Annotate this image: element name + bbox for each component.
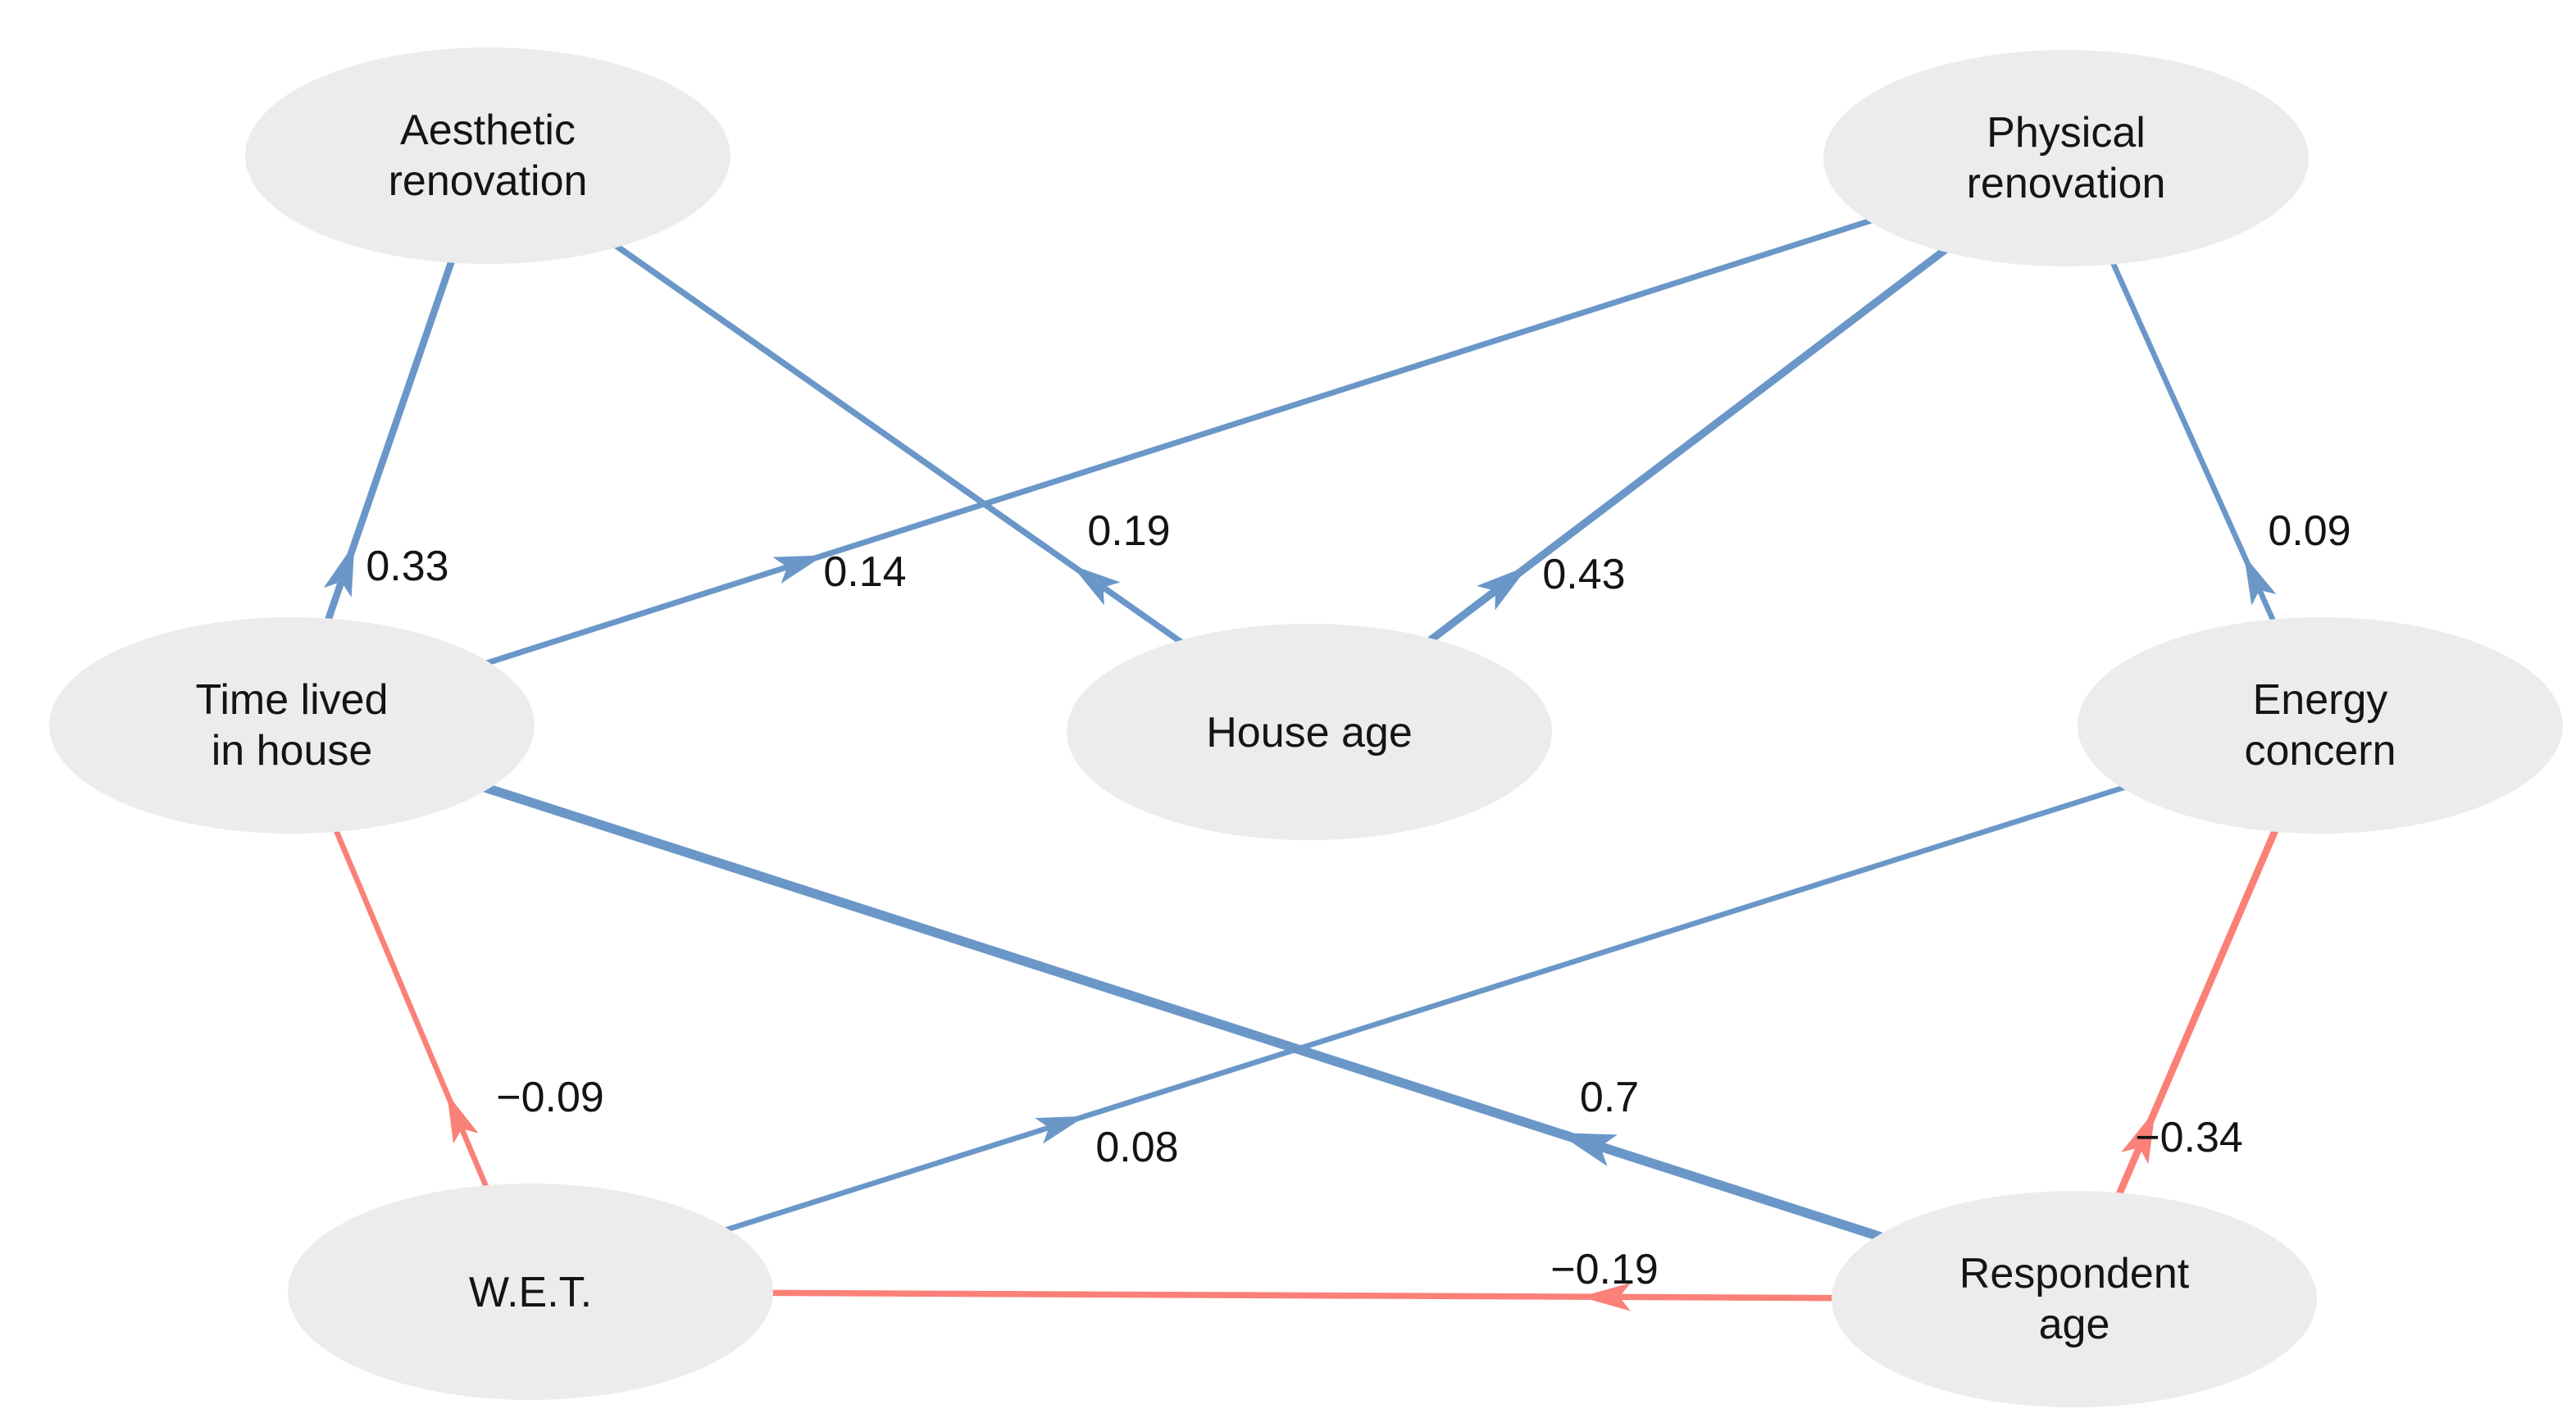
edge-line-house-age-to-physical-renovation bbox=[1307, 155, 2069, 735]
edge-line-respondent-age-to-wet bbox=[530, 1288, 2075, 1302]
edge-weight-label-house-age-to-physical-renovation: 0.43 bbox=[1542, 551, 1625, 598]
edge-weight-label-house-age-to-aesthetic-renovation: 0.19 bbox=[1087, 507, 1170, 555]
edge-line-house-age-to-aesthetic-renovation bbox=[485, 152, 1312, 735]
edge-weight-label-time-lived-in-house-to-aesthetic-renovation: 0.33 bbox=[366, 543, 448, 590]
nodes-layer bbox=[49, 48, 2563, 1407]
node-ellipse-aesthetic-renovation bbox=[245, 48, 730, 264]
node-ellipse-respondent-age bbox=[1832, 1191, 2317, 1407]
edge-weight-label-wet-to-time-lived-in-house: −0.09 bbox=[496, 1074, 604, 1121]
edge-arrowhead-respondent-age-to-time-lived-in-house bbox=[1557, 1133, 1618, 1166]
arrowheads-layer bbox=[323, 543, 2277, 1311]
edge-arrowhead-time-lived-in-house-to-physical-renovation bbox=[772, 555, 825, 584]
node-ellipse-house-age bbox=[1067, 624, 1552, 840]
edge-weight-label-time-lived-in-house-to-physical-renovation: 0.14 bbox=[823, 548, 906, 596]
node-ellipse-wet bbox=[288, 1184, 773, 1400]
edge-arrowhead-time-lived-in-house-to-aesthetic-renovation bbox=[323, 543, 355, 598]
edge-weight-label-wet-to-energy-concern: 0.08 bbox=[1095, 1124, 1178, 1171]
edge-arrowhead-wet-to-time-lived-in-house bbox=[447, 1093, 479, 1144]
edge-labels-layer: 0.33 0.14 0.19 0.43 0.09 −0.09 0.08 0.7 −0.34 −0.… bbox=[366, 507, 2351, 1293]
edge-arrowhead-respondent-age-to-energy-concern bbox=[2121, 1110, 2155, 1165]
edge-arrowhead-respondent-age-to-wet bbox=[1580, 1283, 1631, 1311]
edge-weight-label-respondent-age-to-energy-concern: −0.34 bbox=[2135, 1114, 2243, 1161]
edge-line-respondent-age-to-time-lived-in-house bbox=[290, 720, 2076, 1304]
node-ellipse-time-lived-in-house bbox=[49, 617, 535, 834]
edge-weight-label-energy-concern-to-physical-renovation: 0.09 bbox=[2268, 507, 2351, 555]
node-ellipse-energy-concern bbox=[2078, 617, 2563, 834]
edge-arrowhead-house-age-to-physical-renovation bbox=[1477, 566, 1529, 611]
edge-arrowhead-wet-to-energy-concern bbox=[1035, 1116, 1085, 1144]
edge-line-time-lived-in-house-to-physical-renovation bbox=[290, 155, 2068, 729]
edge-line-wet-to-energy-concern bbox=[529, 722, 2322, 1295]
node-label-house-age: House age bbox=[1206, 709, 1413, 757]
edge-arrowhead-house-age-to-aesthetic-renovation bbox=[1071, 565, 1121, 606]
node-label-wet: W.E.T. bbox=[469, 1269, 592, 1316]
node-ellipse-physical-renovation bbox=[1823, 50, 2309, 266]
edge-arrowhead-energy-concern-to-physical-renovation bbox=[2244, 555, 2277, 606]
edge-weight-label-respondent-age-to-wet: −0.19 bbox=[1550, 1246, 1659, 1293]
edge-weight-label-respondent-age-to-time-lived-in-house: 0.7 bbox=[1580, 1074, 1639, 1121]
